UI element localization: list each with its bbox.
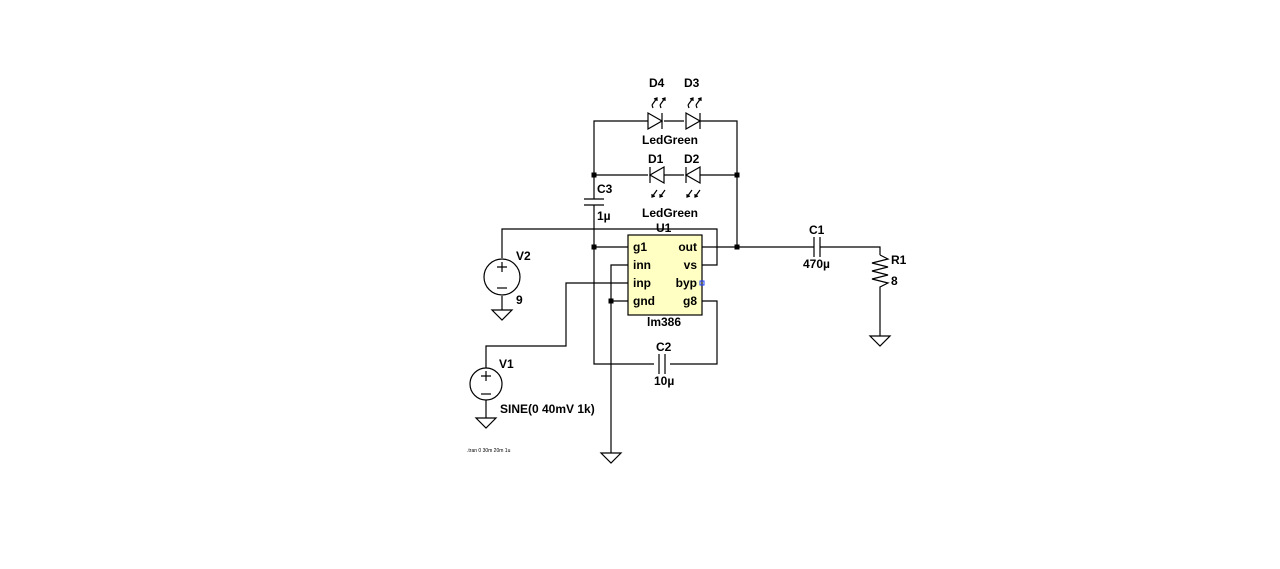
- voltage-source-v1-body: [469, 367, 503, 401]
- wire-inp: [485, 282, 628, 368]
- ground-icon: [868, 335, 892, 347]
- wire-vs: [501, 228, 718, 266]
- wire-led-top-right: [700, 120, 738, 247]
- wire-c2-right: [670, 300, 718, 365]
- led-d3-symbol: [685, 111, 702, 131]
- opamp-u1[interactable]: U1 g1 inn inp gnd out vs byp g8 lm386: [627, 221, 705, 329]
- capacitor-c2-value: 10µ: [654, 374, 674, 388]
- voltage-source-v1-value: SINE(0 40mV 1k): [500, 402, 595, 416]
- wire-inn: [610, 264, 628, 453]
- capacitor-c3-plates: [584, 198, 604, 206]
- capacitor-c3-ref: C3: [597, 182, 613, 196]
- capacitor-c3-value: 1µ: [597, 209, 611, 223]
- plus-icon: [497, 262, 507, 272]
- opamp-u1-body: [627, 234, 703, 316]
- wire-c3-bottom: [593, 205, 654, 365]
- ground-icon: [599, 452, 623, 464]
- led-d3-light-arrows-icon: [687, 97, 702, 109]
- ground-icon: [490, 309, 514, 321]
- junction-dot: [591, 244, 597, 250]
- resistor-r1-ref: R1: [891, 253, 907, 267]
- capacitor-c2-ref: C2: [656, 340, 672, 354]
- junction-dot: [734, 244, 740, 250]
- pin-g8-label: g8: [683, 294, 697, 308]
- capacitor-c2[interactable]: C2 10µ: [654, 340, 674, 388]
- led-d2-ref: D2: [684, 152, 700, 166]
- led-bottom-value: LedGreen: [642, 206, 698, 220]
- voltage-source-v2[interactable]: V2 9: [483, 249, 531, 307]
- ground-icon: [474, 417, 498, 429]
- voltage-source-v2-ref: V2: [516, 249, 531, 263]
- voltage-source-v1[interactable]: V1 SINE(0 40mV 1k): [469, 357, 595, 416]
- wire-c1-r1: [820, 246, 881, 255]
- led-d2[interactable]: D2: [684, 152, 701, 198]
- led-d1[interactable]: D1: [648, 152, 666, 198]
- pin-gnd-label: gnd: [633, 294, 655, 308]
- pin-byp-label: byp: [676, 276, 697, 290]
- voltage-source-v2-body: [483, 258, 521, 296]
- pin-inp-label: inp: [633, 276, 651, 290]
- opamp-u1-ref: U1: [656, 221, 672, 235]
- junctions: [591, 172, 740, 304]
- junction-dot: [608, 298, 614, 304]
- voltage-source-v2-value: 9: [516, 293, 523, 307]
- resistor-r1-value: 8: [891, 274, 898, 288]
- wires: [485, 120, 881, 453]
- led-d4-symbol: [647, 111, 664, 131]
- wire-led-top-left: [593, 120, 648, 175]
- voltage-source-v1-ref: V1: [499, 357, 514, 371]
- capacitor-c1[interactable]: C1 470µ: [803, 223, 830, 271]
- pin-inn-label: inn: [633, 258, 651, 272]
- capacitor-c2-plates: [658, 354, 666, 374]
- led-d4-light-arrows-icon: [651, 97, 666, 109]
- led-d1-symbol: [648, 165, 665, 185]
- led-d2-symbol: [684, 165, 701, 185]
- capacitor-c3[interactable]: C3 1µ: [584, 182, 613, 223]
- junction-dot: [591, 172, 597, 178]
- led-d4[interactable]: D4: [647, 76, 666, 131]
- pin-g1-label: g1: [633, 240, 647, 254]
- capacitor-c1-plates: [813, 237, 821, 257]
- opamp-u1-value: lm386: [647, 315, 681, 329]
- led-d4-ref: D4: [649, 76, 665, 90]
- junction-dot: [734, 172, 740, 178]
- led-top-value: LedGreen: [642, 133, 698, 147]
- plus-icon: [481, 371, 491, 381]
- capacitor-c1-ref: C1: [809, 223, 825, 237]
- led-d1-ref: D1: [648, 152, 664, 166]
- pin-vs-label: vs: [684, 258, 698, 272]
- resistor-r1-zigzag: [871, 254, 890, 290]
- led-d3[interactable]: D3: [684, 76, 702, 131]
- ground-symbols: [474, 309, 892, 464]
- capacitor-c1-value: 470µ: [803, 257, 830, 271]
- resistor-r1[interactable]: R1 8: [871, 253, 907, 290]
- led-d2-light-arrows-icon: [686, 189, 701, 198]
- sim-directive[interactable]: .tran 0 30m 20m 1u: [467, 448, 511, 454]
- pin-out-label: out: [678, 240, 697, 254]
- led-d3-ref: D3: [684, 76, 700, 90]
- led-d1-light-arrows-icon: [651, 189, 666, 198]
- pin-byp-unconnected-marker: [699, 280, 705, 286]
